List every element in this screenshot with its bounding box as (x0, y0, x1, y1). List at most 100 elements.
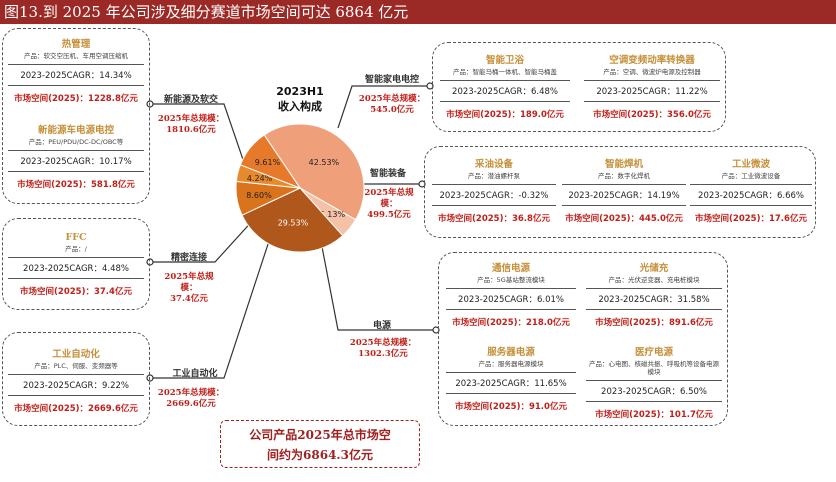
connector-power (317, 225, 434, 331)
pie-slice-label: 5.13% (320, 210, 346, 219)
branch-size-appliance: 2025年总规模： 545.0亿元 (358, 94, 426, 115)
group-market: 市场空间(2025)：189.0亿元 (446, 110, 564, 120)
group-name: 空调变频动率转换器 (609, 55, 695, 66)
group-cagr: 2023-2025CAGR：11.22% (584, 80, 720, 102)
group-product: 产品：智能马桶一体机、智能马桶盖 (453, 68, 557, 76)
node-equipment (418, 180, 426, 188)
branch-size-connect: 2025年总规模： 37.4亿元 (164, 272, 214, 304)
node-nev (146, 100, 154, 108)
group-box-automation (2, 332, 150, 426)
pie-slice-label: 9.61% (255, 158, 281, 167)
group-product: 产品：潜油螺杆泵 (468, 172, 520, 180)
group-name: 通信电源 (491, 263, 530, 274)
group-product: 产品：PLC、伺服、变频器等 (34, 362, 118, 370)
group-microwave: 工业微波 产品：工业微波设备 2023-2025CAGR：6.66% 市场空间(… (690, 156, 812, 224)
group-market: 市场空间(2025)：36.8亿元 (438, 214, 550, 224)
pie-slice-label: 29.53% (278, 218, 309, 227)
group-name: 服务器电源 (487, 347, 535, 358)
node-appliance (426, 82, 434, 90)
group-product: 产品：心电图、核磁共振、呼吸机等设备电源模块 (589, 360, 719, 376)
group-ac-drive: 空调变频动率转换器 产品：空调、微波炉电源及控制器 2023-2025CAGR：… (584, 52, 720, 120)
pie-slice (241, 187, 344, 253)
pie-slice-label: 42.53% (309, 158, 340, 167)
branch-label-power: 电源 (372, 321, 391, 331)
group-product: 产品：/ (65, 245, 87, 253)
group-box-power (438, 252, 728, 426)
group-cagr: 2023-2025CAGR：14.34% (8, 64, 144, 86)
group-market: 市场空间(2025)：445.0亿元 (565, 214, 683, 224)
group-server: 服务器电源 产品：服务器电源模块 2023-2025CAGR：11.65% 市场… (446, 344, 576, 412)
group-pv: 光储充 产品：光伏逆变器、充电桩模块 2023-2025CAGR：31.58% … (586, 260, 722, 328)
node-power (432, 326, 440, 334)
group-product: 产品：光伏逆变器、充电桩模块 (608, 276, 700, 284)
group-cagr: 2023-2025CAGR：6.48% (440, 80, 570, 102)
branch-label-connect: 精密连接 (170, 253, 207, 263)
group-name: 智能焊机 (604, 159, 643, 170)
group-name: 光储充 (639, 263, 669, 274)
group-product: 产品：PEU/PDU/DC-DC/OBC等 (28, 138, 124, 146)
branch-size-power: 2025年总规模： 1302.3亿元 (349, 338, 417, 359)
group-name: 采油设备 (474, 159, 513, 170)
branch-size-nev: 2025年总规模： 1810.6亿元 (157, 114, 225, 135)
chart-title: 2023H1 收入构成 (276, 85, 324, 113)
group-cagr: 2023-2025CAGR：6.50% (586, 380, 722, 402)
group-market: 市场空间(2025)：218.0亿元 (452, 318, 570, 328)
pie-slice-label: 8.60% (246, 191, 272, 200)
node-automation (146, 374, 154, 382)
group-name: 工业自动化 (52, 349, 100, 360)
group-market: 市场空间(2025)：356.0亿元 (593, 110, 711, 120)
pie-slice (263, 123, 365, 221)
branch-size-equipment: 2025年总规模： 499.5亿元 (364, 188, 414, 220)
group-cagr: 2023-2025CAGR：14.19% (562, 184, 686, 206)
group-welding: 智能焊机 产品：数字化焊机 2023-2025CAGR：14.19% 市场空间(… (562, 156, 686, 224)
pie-chart: 42.53% 5.13% 29.53% 8.60% 4.24% 9.61% (235, 123, 365, 253)
group-cagr: 2023-2025CAGR：4.48% (8, 257, 144, 279)
footer-source (0, 474, 836, 482)
pie-slice-label: 4.24% (247, 174, 273, 183)
group-cagr: 2023-2025CAGR：31.58% (586, 288, 722, 310)
group-name: 智能卫浴 (485, 55, 524, 66)
group-box-nev (2, 28, 150, 204)
group-name: 工业微波 (731, 159, 770, 170)
connector-connect (152, 217, 256, 263)
connector-automation (152, 231, 273, 379)
group-thermal: 热管理 产品：软交空压机、车用空调压缩机 2023-2025CAGR：14.34… (8, 36, 144, 104)
group-market: 市场空间(2025)：1228.8亿元 (14, 94, 138, 104)
group-market: 市场空间(2025)：91.0亿元 (455, 402, 567, 412)
total-market-box: 公司产品2025年总市场空 间约为6864.3亿元 (220, 420, 420, 468)
group-cagr: 2023-2025CAGR：9.22% (8, 374, 144, 396)
group-box-ffc (2, 218, 150, 310)
pie-slice (239, 134, 302, 190)
branch-label-automation: 工业自动化 (172, 369, 218, 379)
group-telecom: 通信电源 产品：5G基站整流模块 2023-2025CAGR：6.01% 市场空… (446, 260, 576, 328)
node-connect (146, 258, 154, 266)
group-cagr: 2023-2025CAGR：10.17% (8, 150, 144, 172)
branch-label-nev: 新能源及软交 (163, 95, 218, 105)
branch-label-equipment: 智能装备 (369, 169, 406, 179)
group-name: FFC (65, 232, 87, 243)
group-box-appliance (432, 42, 726, 132)
group-market: 市场空间(2025)：891.6亿元 (595, 318, 713, 328)
group-mining: 采油设备 产品：潜油螺杆泵 2023-2025CAGR：-0.32% 市场空间(… (432, 156, 556, 224)
branch-size-automation: 2025年总规模： 2669.6亿元 (157, 388, 225, 409)
group-product: 产品：软交空压机、车用空调压缩机 (24, 52, 128, 60)
group-name: 医疗电源 (634, 347, 673, 358)
group-product: 产品：数字化焊机 (598, 172, 650, 180)
group-market: 市场空间(2025)：581.8亿元 (17, 180, 135, 190)
connector-appliance (337, 85, 428, 129)
group-product: 产品：空调、微波炉电源及控制器 (603, 68, 701, 76)
figure-title: 图13.到 2025 年公司涉及细分赛道市场空间可达 6864 亿元 (0, 0, 836, 24)
group-market: 市场空间(2025)：17.6亿元 (695, 214, 807, 224)
group-name: 热管理 (61, 39, 91, 50)
branch-label-appliance: 智能家电电控 (364, 75, 419, 85)
group-toilet: 智能卫浴 产品：智能马桶一体机、智能马桶盖 2023-2025CAGR：6.48… (440, 52, 570, 120)
group-cagr: 2023-2025CAGR：6.66% (690, 184, 812, 206)
group-automation: 工业自动化 产品：PLC、伺服、变频器等 2023-2025CAGR：9.22%… (8, 346, 144, 414)
group-box-equipment (424, 146, 816, 238)
group-cagr: 2023-2025CAGR：6.01% (446, 288, 576, 310)
group-cagr: 2023-2025CAGR：11.65% (446, 372, 576, 394)
group-name: 新能源车电源电控 (37, 125, 114, 136)
group-cagr: 2023-2025CAGR：-0.32% (432, 184, 556, 206)
group-product: 产品：工业微波设备 (721, 172, 781, 180)
